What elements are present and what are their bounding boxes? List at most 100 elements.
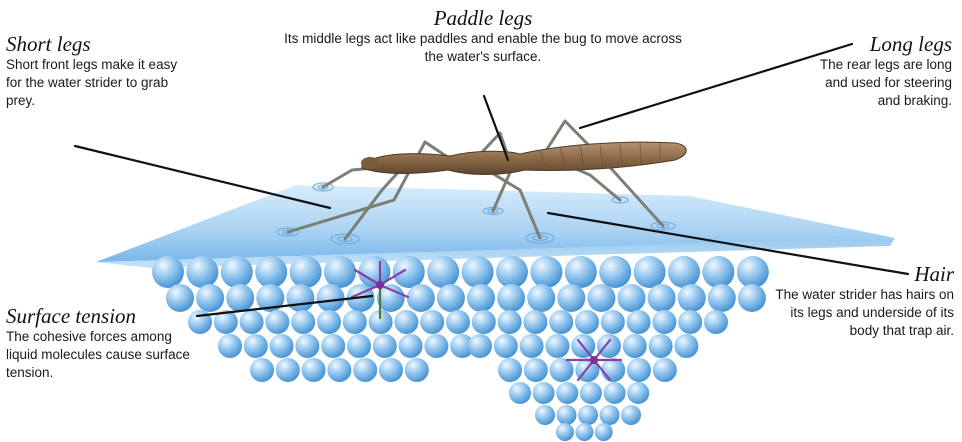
water-molecule	[565, 256, 597, 288]
water-molecule	[557, 405, 577, 425]
hair-description: The water strider has hairs on its legs …	[772, 286, 954, 340]
water-molecule	[405, 358, 429, 382]
long-legs-description: The rear legs are long and used for stee…	[802, 56, 952, 110]
water-molecule	[595, 423, 613, 441]
water-molecule	[472, 310, 496, 334]
water-molecule	[648, 284, 676, 312]
water-molecule	[623, 334, 647, 358]
water-molecule	[668, 256, 700, 288]
water-molecule	[221, 256, 253, 288]
water-molecule	[255, 256, 287, 288]
water-molecule	[393, 256, 425, 288]
water-molecule	[604, 382, 626, 404]
water-molecule	[627, 382, 649, 404]
water-molecule	[627, 310, 651, 334]
water-molecule	[226, 284, 254, 312]
water-molecule	[549, 310, 573, 334]
water-molecule	[394, 310, 418, 334]
water-molecule	[494, 334, 518, 358]
callout-short-legs: Short legs Short front legs make it easy…	[6, 32, 182, 110]
water-molecule	[708, 284, 736, 312]
water-molecule	[276, 358, 300, 382]
water-molecule	[324, 256, 356, 288]
water-molecule	[498, 310, 522, 334]
water-molecule	[535, 405, 555, 425]
water-molecule	[496, 256, 528, 288]
water-molecule	[597, 334, 621, 358]
water-molecule	[286, 284, 314, 312]
water-molecule	[424, 334, 448, 358]
surface-tension-title: Surface tension	[6, 304, 192, 328]
water-molecule	[399, 334, 423, 358]
water-molecule	[509, 382, 531, 404]
callout-surface-tension: Surface tension The cohesive forces amon…	[6, 304, 192, 382]
water-molecule	[738, 284, 766, 312]
water-molecule	[704, 310, 728, 334]
long-legs-title: Long legs	[802, 32, 952, 56]
water-molecule	[379, 358, 403, 382]
water-molecule	[317, 284, 345, 312]
water-molecule	[550, 358, 574, 382]
water-molecule	[580, 382, 602, 404]
water-molecule	[467, 284, 495, 312]
water-molecule	[678, 310, 702, 334]
water-molecule	[634, 256, 666, 288]
short-legs-title: Short legs	[6, 32, 182, 56]
water-molecule	[196, 284, 224, 312]
water-molecule	[524, 358, 548, 382]
water-molecule	[291, 310, 315, 334]
hair-title: Hair	[772, 262, 954, 286]
water-molecule	[186, 256, 218, 288]
water-molecule	[250, 358, 274, 382]
water-molecule	[618, 284, 646, 312]
water-molecule	[295, 334, 319, 358]
callout-hair: Hair The water strider has hairs on its …	[772, 262, 954, 340]
water-molecule	[621, 405, 641, 425]
water-molecule	[601, 358, 625, 382]
water-molecule	[270, 334, 294, 358]
water-molecule	[407, 284, 435, 312]
water-molecules	[152, 256, 769, 441]
water-molecule	[649, 334, 673, 358]
water-molecule	[265, 310, 289, 334]
water-molecule	[627, 358, 651, 382]
paddle-legs-title: Paddle legs	[283, 6, 683, 30]
water-molecule	[575, 423, 593, 441]
water-molecule	[600, 405, 620, 425]
water-molecule	[468, 334, 492, 358]
water-molecule	[420, 310, 444, 334]
water-molecule	[556, 423, 574, 441]
callout-paddle-legs: Paddle legs Its middle legs act like pad…	[283, 6, 683, 66]
leader-paddle-legs	[484, 96, 508, 160]
water-molecule	[218, 334, 242, 358]
water-molecule	[575, 310, 599, 334]
water-molecule	[244, 334, 268, 358]
water-molecule	[601, 310, 625, 334]
water-molecule	[343, 310, 367, 334]
water-molecule	[557, 284, 585, 312]
water-molecule	[533, 382, 555, 404]
paddle-legs-description: Its middle legs act like paddles and ena…	[283, 30, 683, 66]
water-molecule	[462, 256, 494, 288]
short-legs-description: Short front legs make it easy for the wa…	[6, 56, 182, 110]
water-molecule	[737, 256, 769, 288]
water-molecule	[317, 310, 341, 334]
water-molecule	[599, 256, 631, 288]
water-molecule	[497, 284, 525, 312]
water-molecule	[373, 334, 397, 358]
water-molecule	[498, 358, 522, 382]
callout-long-legs: Long legs The rear legs are long and use…	[802, 32, 952, 110]
water-molecule	[652, 310, 676, 334]
water-molecule	[152, 256, 184, 288]
water-molecule	[587, 284, 615, 312]
water-molecule	[702, 256, 734, 288]
water-molecule	[523, 310, 547, 334]
water-molecule	[327, 358, 351, 382]
water-molecule	[347, 334, 371, 358]
water-molecule	[678, 284, 706, 312]
water-molecule	[427, 256, 459, 288]
water-molecule	[302, 358, 326, 382]
water-molecule	[520, 334, 544, 358]
water-molecule	[530, 256, 562, 288]
surface-tension-description: The cohesive forces among liquid molecul…	[6, 328, 192, 382]
